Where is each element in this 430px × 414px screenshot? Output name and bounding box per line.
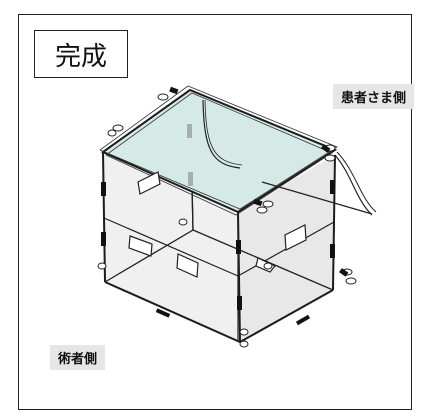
window-left-upper (137, 171, 161, 195)
diagram-title: 完成 (34, 30, 128, 78)
window-left-lower (128, 235, 153, 257)
operator-side-label: 術者側 (50, 345, 106, 370)
window-right (284, 224, 307, 251)
hanging-cord (202, 99, 241, 169)
side-strap (334, 154, 373, 216)
top-face (100, 88, 338, 214)
clip-top-left (157, 93, 169, 101)
window-center-lower (176, 253, 199, 278)
patient-side-label: 患者さま側 (333, 84, 415, 109)
diagram-frame (18, 14, 412, 410)
